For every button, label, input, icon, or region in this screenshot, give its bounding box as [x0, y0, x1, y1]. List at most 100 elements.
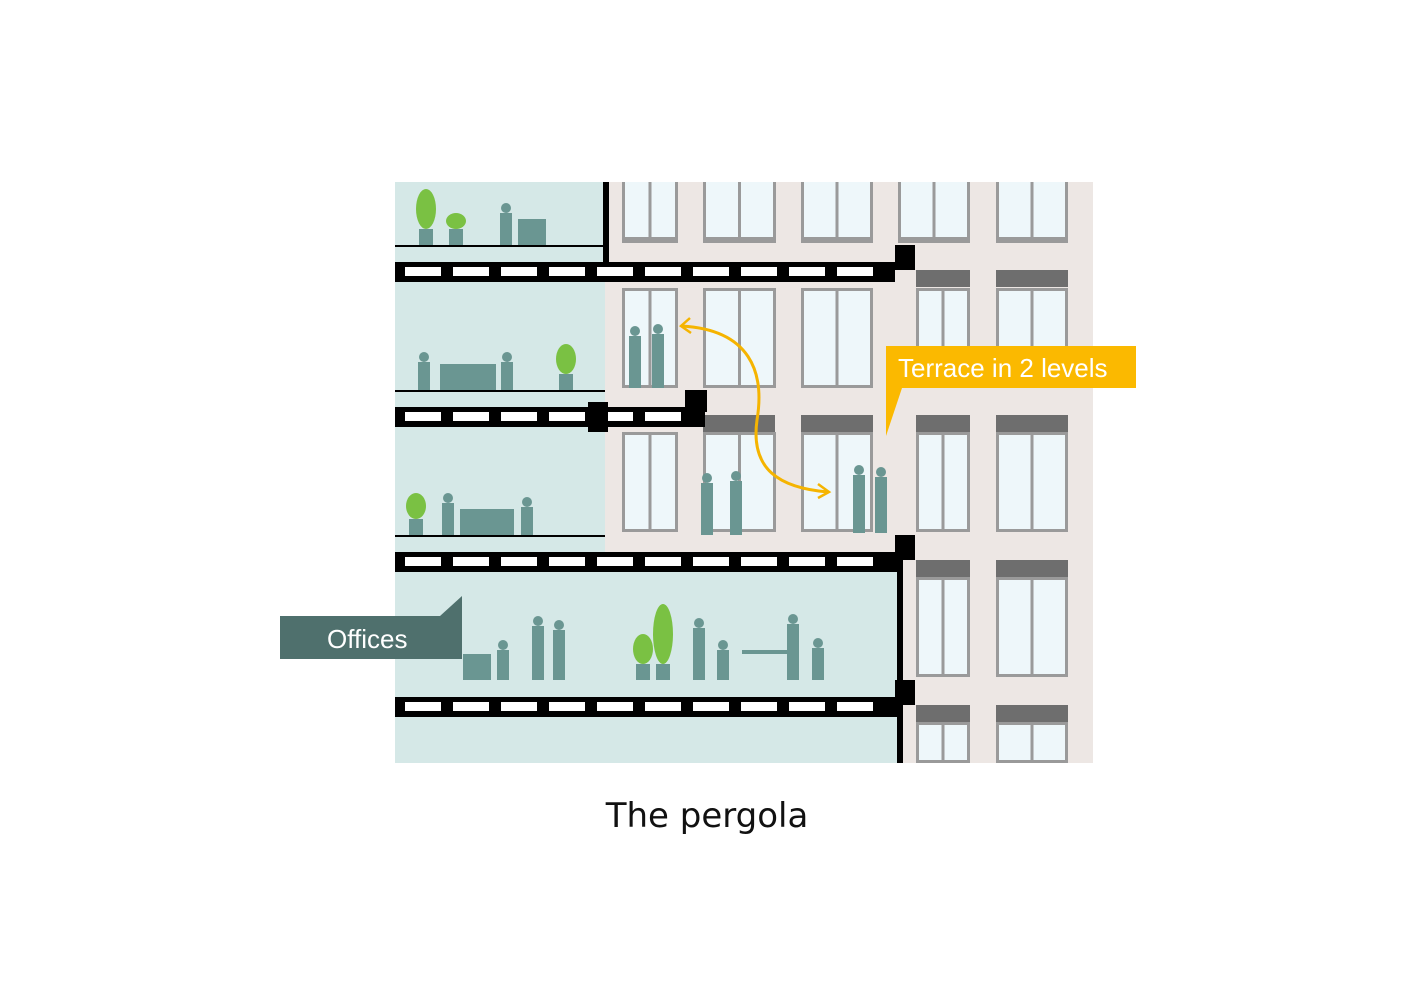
window-pane	[838, 291, 870, 385]
slab-void	[405, 702, 441, 711]
window-pane	[999, 182, 1031, 237]
window-pane	[625, 435, 649, 529]
person-head	[731, 471, 741, 481]
window-pane	[1033, 435, 1065, 529]
slab-void	[741, 557, 777, 566]
slab-void	[837, 267, 873, 276]
window-pane	[804, 291, 836, 385]
window-lintel	[801, 415, 873, 432]
slab-void	[453, 702, 489, 711]
person-head	[630, 326, 640, 336]
slab-void	[501, 557, 537, 566]
window-pane	[935, 182, 967, 237]
person-body	[418, 362, 430, 390]
window-lintel	[703, 415, 775, 432]
person-body	[812, 648, 824, 680]
plant-pot	[656, 664, 670, 680]
window-pane	[741, 182, 773, 237]
window-pane	[1033, 725, 1065, 760]
person-body	[629, 336, 641, 388]
column-head	[895, 535, 915, 560]
window-lintel	[916, 560, 970, 577]
person-head	[702, 473, 712, 483]
slab-void	[597, 412, 633, 421]
slab-void	[837, 557, 873, 566]
slab-void	[453, 267, 489, 276]
window-pane	[741, 291, 773, 385]
slab-void	[405, 557, 441, 566]
offices-label: Offices	[327, 624, 407, 654]
window-pane	[919, 435, 942, 529]
slab-void	[405, 412, 441, 421]
window-lintel	[996, 705, 1068, 722]
column-head	[588, 402, 608, 432]
floor-line	[395, 245, 605, 247]
slab-void	[789, 267, 825, 276]
window-pane	[651, 182, 675, 237]
person-head	[419, 352, 429, 362]
terrace-callout: Terrace in 2 levels	[886, 346, 1136, 436]
window-pane	[625, 182, 649, 237]
arrowhead-icon	[678, 317, 692, 335]
slab-void	[405, 267, 441, 276]
person-body	[701, 483, 713, 535]
floor-line	[395, 390, 605, 392]
person-head	[813, 638, 823, 648]
people-silhouettes	[406, 189, 887, 680]
person-head	[694, 618, 704, 628]
window-pane	[919, 580, 942, 674]
slab-void	[549, 702, 585, 711]
window-pane	[944, 435, 967, 529]
plant-pot	[409, 519, 423, 535]
person-body	[717, 650, 729, 680]
plant-leaves	[416, 189, 436, 229]
terrace-edge	[685, 390, 707, 412]
person-head	[533, 616, 543, 626]
window-pane	[999, 725, 1031, 760]
window-lintel	[916, 705, 970, 722]
slab-void	[693, 557, 729, 566]
floor-line	[395, 535, 605, 537]
person-head	[554, 620, 564, 630]
person-head	[498, 640, 508, 650]
person-head	[522, 497, 532, 507]
structural-column	[897, 555, 903, 763]
slab-void	[597, 702, 633, 711]
plant-pot	[449, 229, 463, 245]
slab-void	[501, 267, 537, 276]
slab-void	[645, 702, 681, 711]
slab-void	[789, 557, 825, 566]
window-lintel	[916, 270, 970, 287]
slab-void	[645, 267, 681, 276]
person-body	[730, 481, 742, 535]
slab-void	[549, 267, 585, 276]
window-lintel	[996, 270, 1068, 287]
window-pane	[919, 725, 942, 760]
floor-slabs	[395, 182, 915, 763]
person-head	[854, 465, 864, 475]
person-body	[875, 477, 887, 533]
window-pane	[944, 580, 967, 674]
person-head	[443, 493, 453, 503]
structural-wall	[603, 182, 609, 262]
window-pane	[1033, 580, 1065, 674]
plant-pot	[559, 374, 573, 390]
slab-void	[597, 557, 633, 566]
desk	[518, 219, 546, 245]
window-pane	[999, 580, 1031, 674]
window-pane	[999, 435, 1031, 529]
desk	[486, 509, 514, 535]
person-body	[693, 628, 705, 680]
window-pane	[901, 182, 933, 237]
person-head	[788, 614, 798, 624]
person-body	[553, 630, 565, 680]
window-lintel	[996, 560, 1068, 577]
desk	[440, 364, 468, 390]
person-body	[853, 475, 865, 533]
window-pane	[804, 435, 836, 529]
person-body	[497, 650, 509, 680]
window-pane	[1033, 182, 1065, 237]
slab-void	[453, 412, 489, 421]
person-body	[501, 362, 513, 390]
